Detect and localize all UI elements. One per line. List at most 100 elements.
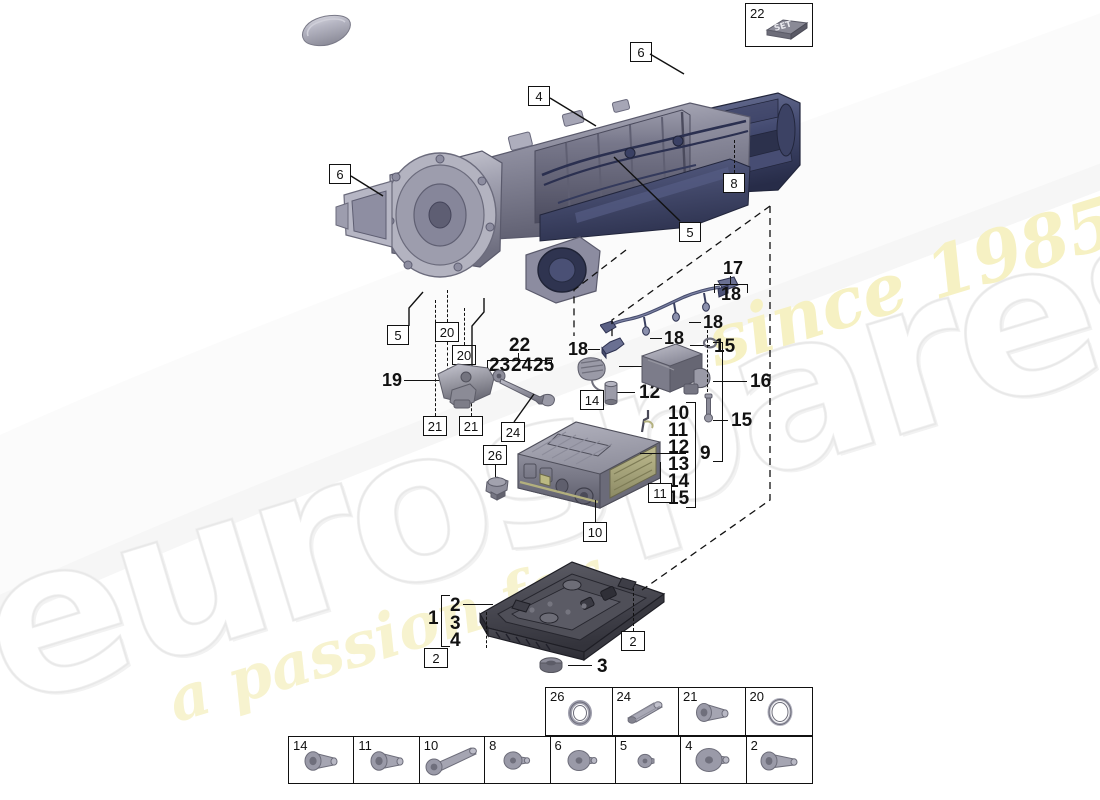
part-26-illustration — [481, 474, 513, 502]
legend-number-6: 6 — [554, 738, 562, 753]
callout-10[interactable]: 10 — [583, 522, 607, 542]
leader-18-a — [588, 349, 600, 351]
stack1-item-3: 3 — [450, 613, 461, 634]
stack1-item-2: 2 — [450, 595, 461, 616]
callout-2-left[interactable]: 2 — [424, 648, 448, 668]
leader-10 — [595, 500, 597, 522]
leader-18-c — [689, 322, 701, 324]
label-9: 9 — [700, 443, 711, 464]
callout-26[interactable]: 26 — [483, 445, 507, 465]
label-23: 23 — [489, 355, 511, 376]
legend-number-5: 5 — [619, 738, 628, 753]
label-18-a: 18 — [568, 339, 589, 359]
callout-20-a[interactable]: 20 — [435, 322, 459, 342]
legend-cell-10[interactable]: 10 — [420, 737, 486, 783]
bracket-9 — [686, 402, 696, 508]
label-18-c: 18 — [703, 312, 724, 332]
leader-6-top — [649, 53, 685, 75]
flange-bolt-icon — [561, 746, 605, 774]
legend-row-bottom: 14 11 10 — [288, 736, 813, 784]
label-19: 19 — [382, 370, 403, 390]
legend-cell-24[interactable]: 24 — [613, 688, 679, 735]
legend-cell-2[interactable]: 2 — [747, 737, 812, 783]
o-ring-icon — [762, 697, 796, 727]
leader-13 — [619, 366, 652, 368]
callout-21-b[interactable]: 21 — [459, 416, 483, 436]
leader-9 — [640, 453, 686, 455]
flange-bolt-icon — [497, 747, 537, 773]
set-kit-box: 22 SET — [745, 3, 813, 47]
part-19-illustration — [436, 360, 498, 412]
leader-8 — [734, 140, 735, 173]
leader-20-a-up — [447, 290, 448, 322]
label-18-d: 18 — [721, 284, 742, 304]
seal-plug-part — [296, 10, 356, 52]
callout-11[interactable]: 11 — [648, 483, 672, 503]
legend-cell-11[interactable]: 11 — [354, 737, 420, 783]
dowel-pin-icon — [623, 698, 667, 726]
set-kit-text: SET — [773, 19, 793, 34]
label-25: 25 — [533, 355, 555, 376]
leader-2-right — [633, 588, 634, 631]
label-1: 1 — [428, 608, 439, 629]
legend-number-14: 14 — [293, 738, 308, 753]
callout-8[interactable]: 8 — [723, 173, 745, 193]
bolt-15-glyph — [704, 393, 713, 423]
legend-cell-21[interactable]: 21 — [679, 688, 746, 735]
callout-24[interactable]: 24 — [501, 422, 525, 442]
set-kit-number: 22 — [750, 6, 765, 21]
leader-6-left — [350, 175, 384, 197]
bolt-icon — [366, 747, 408, 773]
leader-5-left — [408, 291, 424, 326]
legend-cell-20[interactable]: 20 — [746, 688, 813, 735]
label-24-group: 24 — [511, 355, 533, 376]
callout-5-left[interactable]: 5 — [387, 325, 409, 345]
legend-number-2: 2 — [750, 738, 758, 753]
callout-5-right[interactable]: 5 — [679, 222, 701, 242]
leader-12 — [617, 392, 635, 394]
label-16: 16 — [750, 371, 772, 392]
leader-5-right — [613, 156, 681, 222]
callout-4[interactable]: 4 — [528, 86, 550, 106]
leader-20-a-down — [447, 342, 448, 382]
leader-19 — [404, 380, 440, 382]
legend-cell-5[interactable]: 5 — [616, 737, 682, 783]
label-22-group: 22 — [509, 335, 531, 356]
legend-number-20: 20 — [749, 689, 764, 704]
callout-6-top[interactable]: 6 — [630, 42, 652, 62]
callout-14[interactable]: 14 — [580, 390, 604, 410]
legend-cell-4[interactable]: 4 — [681, 737, 747, 783]
leader-21-a — [435, 300, 436, 416]
legend-number-4: 4 — [685, 738, 693, 753]
legend-cell-26[interactable]: 26 — [546, 688, 613, 735]
drain-plug-illustration — [537, 655, 565, 677]
large-flange-bolt-icon — [689, 745, 737, 775]
leader-1 — [463, 604, 493, 606]
callout-6-left[interactable]: 6 — [329, 164, 351, 184]
leader-26 — [495, 465, 497, 477]
legend-number-10: 10 — [423, 738, 439, 753]
legend-number-8: 8 — [489, 738, 497, 753]
leader-11 — [660, 462, 662, 483]
bolt-icon — [756, 746, 802, 774]
bracket-22 — [487, 360, 552, 368]
legend-cell-8[interactable]: 8 — [485, 737, 551, 783]
legend-cell-14[interactable]: 14 — [289, 737, 355, 783]
bracket-1 — [441, 595, 450, 647]
leader-4 — [549, 97, 597, 127]
bolt-icon — [692, 699, 732, 725]
legend-number-11: 11 — [358, 738, 372, 753]
bolt-icon — [300, 747, 342, 773]
callout-21-a[interactable]: 21 — [423, 416, 447, 436]
legend-number-24: 24 — [616, 689, 631, 704]
label-17: 17 — [723, 258, 744, 278]
tick-22 — [518, 353, 520, 361]
part-13-illustration — [572, 355, 618, 397]
tick-17 — [730, 276, 732, 284]
leader-15-axis — [707, 330, 708, 392]
long-bolt-icon — [423, 744, 481, 776]
legend-cell-6[interactable]: 6 — [551, 737, 616, 783]
callout-2-right[interactable]: 2 — [621, 631, 645, 651]
leader-21-b-upper — [471, 298, 485, 376]
